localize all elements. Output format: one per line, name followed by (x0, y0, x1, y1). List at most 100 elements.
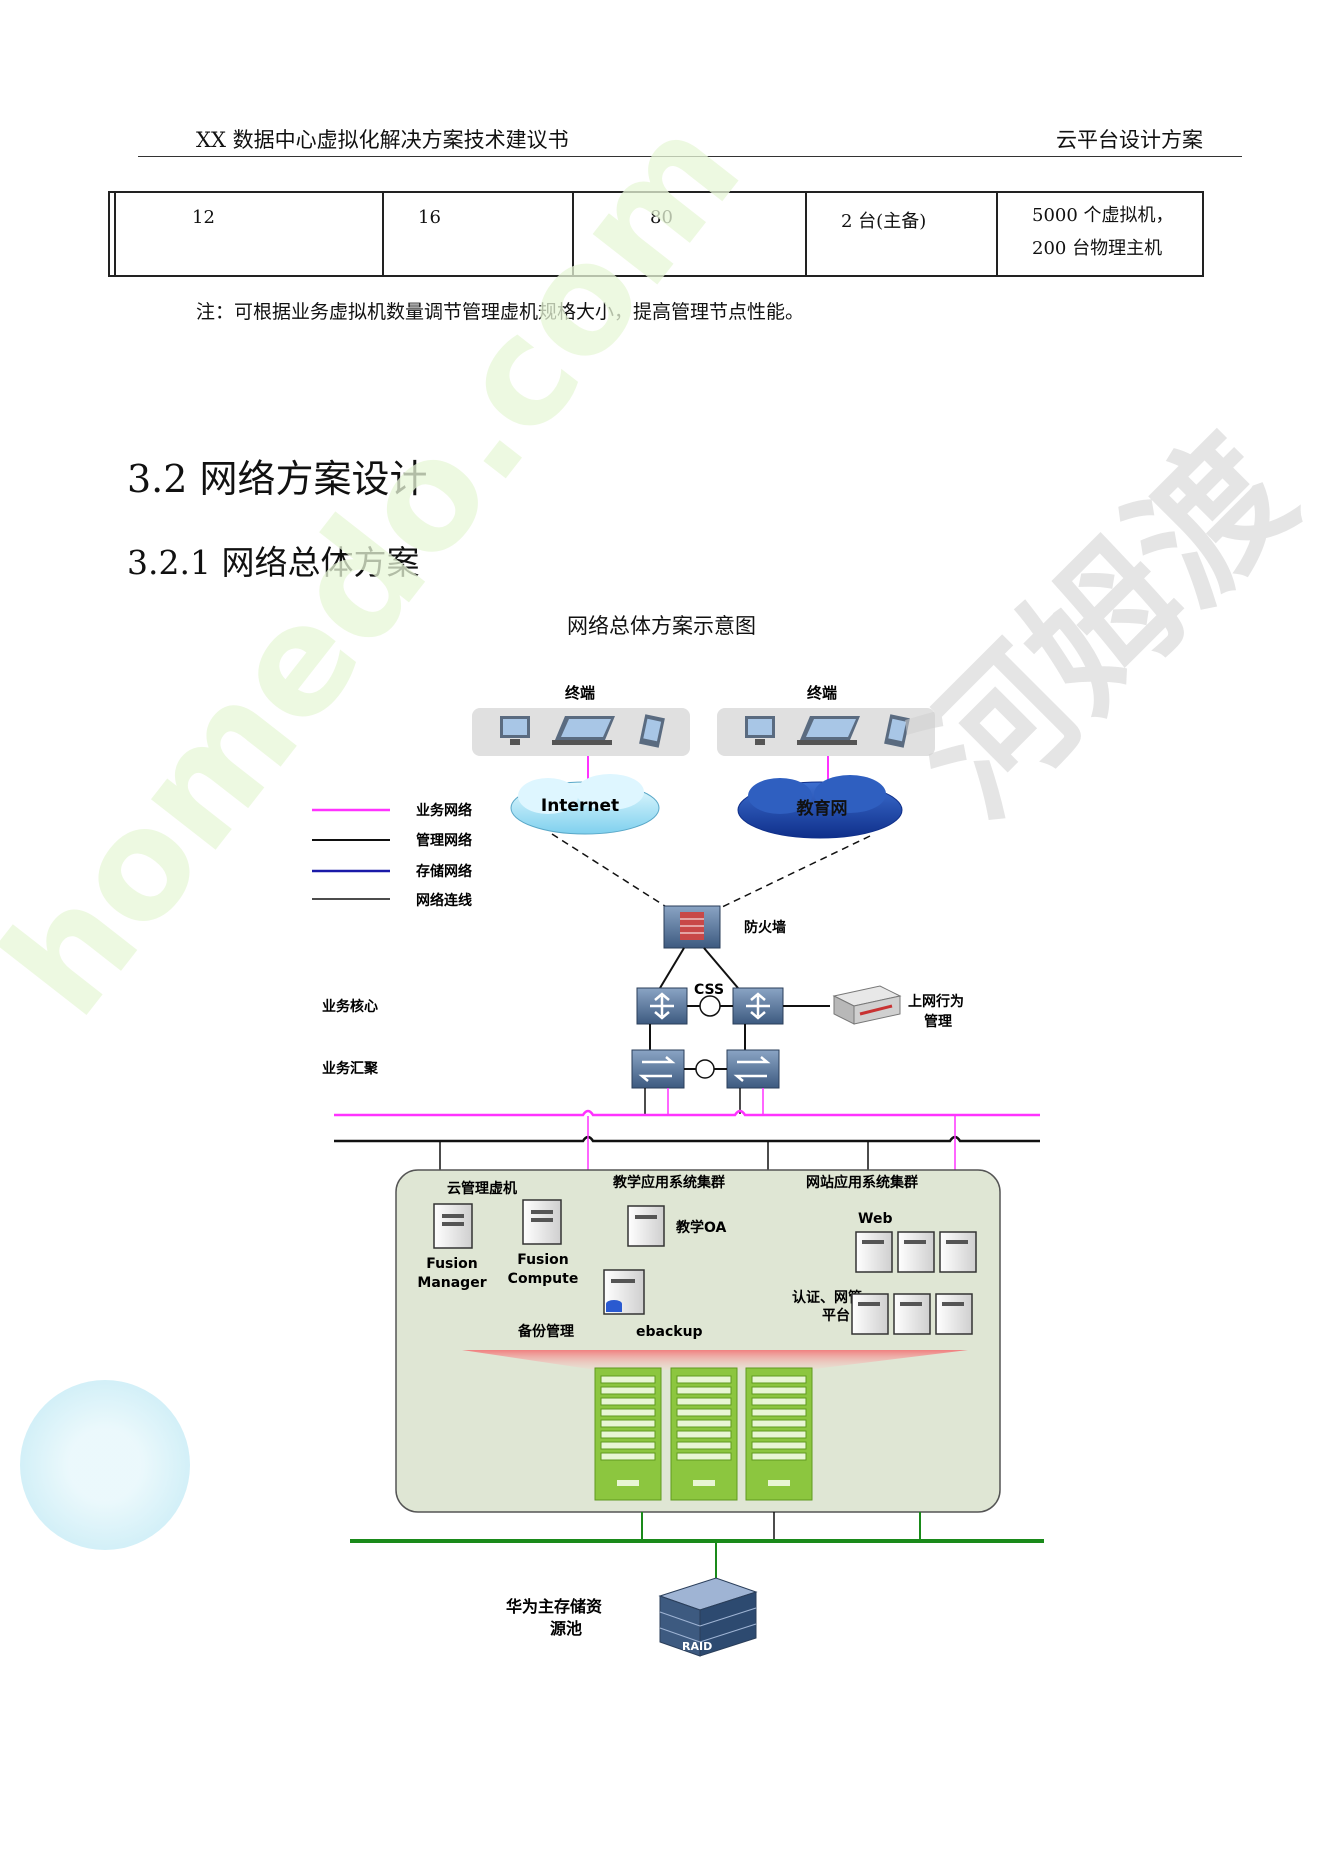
raid-label: RAID (682, 1640, 712, 1653)
rack-slot (600, 1408, 656, 1417)
core-switch-left-icon (636, 987, 688, 1025)
internet-cloud: Internet (510, 774, 660, 835)
server-label: Fusion (517, 1252, 569, 1268)
header-divider (138, 156, 1242, 157)
firewall-core-link (703, 947, 739, 989)
business-bus (334, 1109, 1040, 1117)
css-label: CSS (694, 982, 724, 998)
watermark-flower-icon (20, 1380, 190, 1550)
table-row: 12 16 80 2 台(主备) 5000 个虚拟机， 200 台物理主机 (108, 191, 1204, 277)
server-label: Manager (417, 1275, 486, 1291)
teaching-cluster-label: 教学应用系统集群 (613, 1174, 725, 1191)
server-label: Compute (508, 1271, 579, 1287)
legend: 业务网络 管理网络 存储网络 网络连线 (312, 802, 472, 909)
behavior-mgmt-label: 管理 (924, 1013, 952, 1030)
rack-slot (676, 1386, 732, 1395)
rack-slot (751, 1430, 807, 1439)
cloud-label: Internet (541, 796, 619, 816)
rack-slot (676, 1441, 732, 1450)
rack-slot (676, 1375, 732, 1384)
rack-power (617, 1480, 639, 1486)
rack-slot (600, 1452, 656, 1461)
css-stack-ring (699, 995, 721, 1017)
table-cell (108, 191, 116, 277)
education-network-cloud: 教育网 (737, 775, 903, 839)
cloud-label: 教育网 (796, 798, 848, 819)
header-document-title: XX 数据中心虚拟化解决方案技术建议书 (196, 128, 569, 152)
firewall-label: 防火墙 (744, 919, 786, 936)
web-server-icon (939, 1231, 977, 1273)
legend-label: 网络连线 (416, 892, 472, 909)
rack-slot (676, 1452, 732, 1461)
management-bus (334, 1135, 1040, 1143)
cell-line: 200 台物理主机 (1032, 238, 1163, 259)
behavior-mgmt-label: 上网行为 (908, 993, 964, 1010)
teaching-oa-server-icon (627, 1205, 665, 1247)
rack-slot (676, 1397, 732, 1406)
storage-label: 源池 (550, 1619, 582, 1638)
terminal-group-left: 终端 (472, 684, 690, 756)
auth-server-icon (851, 1293, 889, 1335)
laptop-icon (797, 716, 860, 745)
cluster-container (395, 1169, 1001, 1513)
rack-slot (751, 1397, 807, 1406)
table-cell: 80 (572, 191, 807, 277)
table-note: 注：可根据业务虚拟机数量调节管理虚机规格大小，提高管理节点性能。 (196, 301, 805, 323)
auth-label: 平台 (822, 1307, 850, 1324)
fusion-compute-server-icon (522, 1199, 562, 1245)
aggregation-stack-ring (695, 1059, 715, 1079)
laptop-icon (552, 716, 615, 745)
virtualization-fan (462, 1350, 968, 1370)
auth-label: 认证、网管 (792, 1289, 862, 1306)
rack-slot (751, 1452, 807, 1461)
fusion-manager-server-icon (433, 1203, 473, 1249)
terminal-group-right: 终端 (717, 684, 935, 756)
terminal-label: 终端 (807, 684, 837, 702)
web-label: Web (858, 1211, 892, 1227)
desktop-icon (745, 716, 775, 745)
aggregation-label: 业务汇聚 (322, 1060, 379, 1077)
aggregation-switch-right-icon (726, 1049, 780, 1089)
rack-slot (751, 1441, 807, 1450)
auth-server-icon (893, 1293, 931, 1335)
edu-firewall-link (719, 835, 871, 909)
rack-slot (676, 1408, 732, 1417)
rack-slot (600, 1430, 656, 1439)
backup-mgmt-label: 备份管理 (517, 1323, 574, 1340)
auth-server-icon (935, 1293, 973, 1335)
rack-slot (751, 1375, 807, 1384)
diagram-caption: 网络总体方案示意图 (567, 614, 756, 638)
cell-line: 5000 个虚拟机， (1032, 205, 1174, 226)
rack-power (693, 1480, 715, 1486)
rack-slot (600, 1397, 656, 1406)
storage-label: 华为主存储资 (506, 1597, 602, 1616)
rack-slot (600, 1386, 656, 1395)
core-label: 业务核心 (322, 998, 378, 1015)
teaching-oa-label: 教学OA (676, 1219, 727, 1236)
header-chapter-title: 云平台设计方案 (1056, 128, 1203, 152)
section-heading: 3.2 网络方案设计 (127, 457, 428, 501)
tablet-icon (884, 714, 910, 748)
web-server-icon (855, 1231, 893, 1273)
rack-slot (600, 1419, 656, 1428)
tablet-icon (639, 714, 665, 748)
rack-slot (751, 1419, 807, 1428)
table-cell: 12 (114, 191, 384, 277)
table-cell: 2 台(主备) (805, 191, 998, 277)
behavior-management-icon (832, 985, 902, 1025)
firewall-icon (663, 905, 721, 949)
rack-slot (600, 1441, 656, 1450)
ebackup-server-icon (603, 1269, 645, 1315)
aggregation-switch-left-icon (631, 1049, 685, 1089)
terminal-label: 终端 (565, 684, 595, 702)
rack-slot (751, 1408, 807, 1417)
table-cell: 16 (382, 191, 574, 277)
subsection-heading: 3.2.1 网络总体方案 (127, 543, 420, 582)
ebackup-label: ebackup (636, 1324, 703, 1340)
desktop-icon (500, 716, 530, 745)
rack-slot (751, 1386, 807, 1395)
legend-label: 管理网络 (416, 832, 472, 849)
spec-table: 12 16 80 2 台(主备) 5000 个虚拟机， 200 台物理主机 (108, 191, 1204, 277)
rack-power (768, 1480, 790, 1486)
